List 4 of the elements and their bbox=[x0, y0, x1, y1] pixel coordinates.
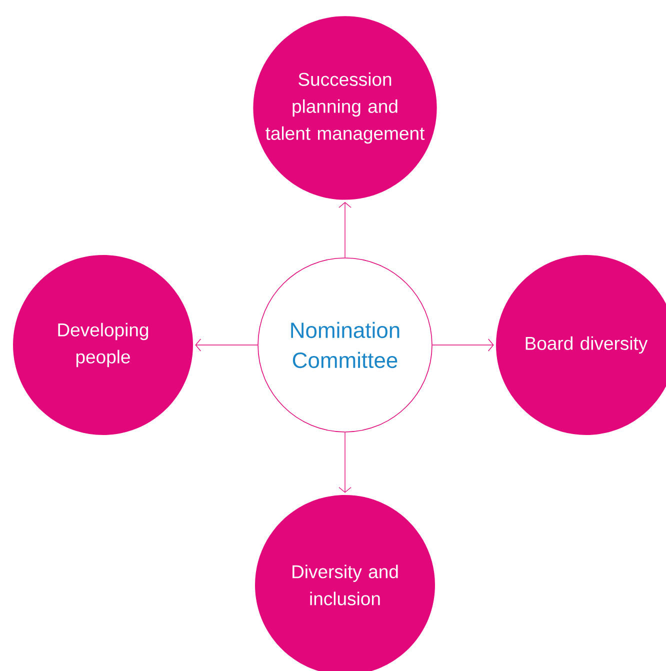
arrow bbox=[432, 338, 494, 352]
arrow bbox=[338, 432, 352, 493]
arrow bbox=[338, 202, 352, 258]
arrow bbox=[195, 338, 258, 352]
